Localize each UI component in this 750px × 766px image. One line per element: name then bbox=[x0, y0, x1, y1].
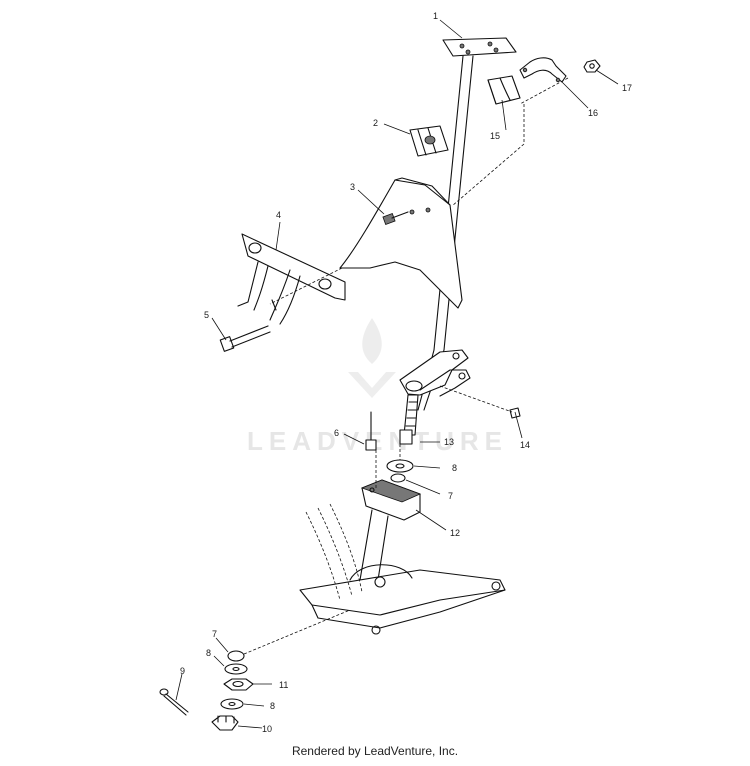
callout-15: 15 bbox=[490, 131, 500, 141]
nut-17 bbox=[583, 59, 601, 73]
callout-13: 13 bbox=[444, 437, 454, 447]
callout-12: 12 bbox=[450, 528, 460, 538]
mounting-bracket-4 bbox=[237, 233, 346, 325]
dash-cover-panel bbox=[339, 177, 463, 309]
callout-7b: 7 bbox=[212, 629, 217, 639]
callout-8c: 8 bbox=[270, 701, 275, 711]
callout-8b: 8 bbox=[206, 648, 211, 658]
pivot-block-12 bbox=[360, 479, 422, 521]
pin-6 bbox=[365, 411, 377, 451]
clamp-16 bbox=[519, 57, 567, 83]
callout-10: 10 bbox=[262, 724, 272, 734]
callout-1: 1 bbox=[433, 11, 438, 21]
bolt-5 bbox=[219, 325, 271, 352]
steering-column bbox=[417, 37, 517, 411]
watermark-logo-icon bbox=[348, 318, 396, 398]
bolt-3 bbox=[382, 211, 409, 225]
fender-outline bbox=[305, 503, 363, 601]
watermark-text: LEADVENTURE bbox=[247, 426, 508, 456]
callout-3: 3 bbox=[350, 182, 355, 192]
o-ring-7-upper bbox=[390, 473, 406, 483]
callout-9: 9 bbox=[180, 666, 185, 676]
watermark: LEADVENTURE bbox=[247, 318, 508, 456]
steering-support-plate bbox=[399, 349, 471, 397]
bracket-block-15 bbox=[487, 75, 521, 105]
callout-17: 17 bbox=[622, 83, 632, 93]
callout-7a: 7 bbox=[448, 491, 453, 501]
castle-nut-10 bbox=[211, 715, 239, 731]
nut-11 bbox=[223, 678, 254, 691]
washer-8-upper bbox=[386, 459, 414, 473]
callout-16: 16 bbox=[588, 108, 598, 118]
callout-14: 14 bbox=[520, 440, 530, 450]
leader-lines bbox=[175, 19, 619, 729]
cotter-pin-9 bbox=[159, 688, 189, 716]
washer-8-middle bbox=[224, 663, 248, 675]
callout-labels: 1 2 3 4 5 6 13 8 7 12 14 15 16 17 7 8 9 … bbox=[180, 11, 632, 734]
callout-2: 2 bbox=[373, 118, 378, 128]
washer-8-lower bbox=[220, 698, 244, 710]
callout-11: 11 bbox=[279, 680, 288, 690]
callout-4: 4 bbox=[276, 210, 281, 220]
callout-8a: 8 bbox=[452, 463, 457, 473]
axle-frame bbox=[299, 509, 506, 635]
footer-credit: Rendered by LeadVenture, Inc. bbox=[291, 744, 459, 758]
callout-6: 6 bbox=[334, 428, 339, 438]
callout-5: 5 bbox=[204, 310, 209, 320]
bushing-2 bbox=[409, 125, 449, 157]
threaded-shaft bbox=[399, 394, 419, 445]
o-ring-7-lower bbox=[227, 650, 245, 662]
